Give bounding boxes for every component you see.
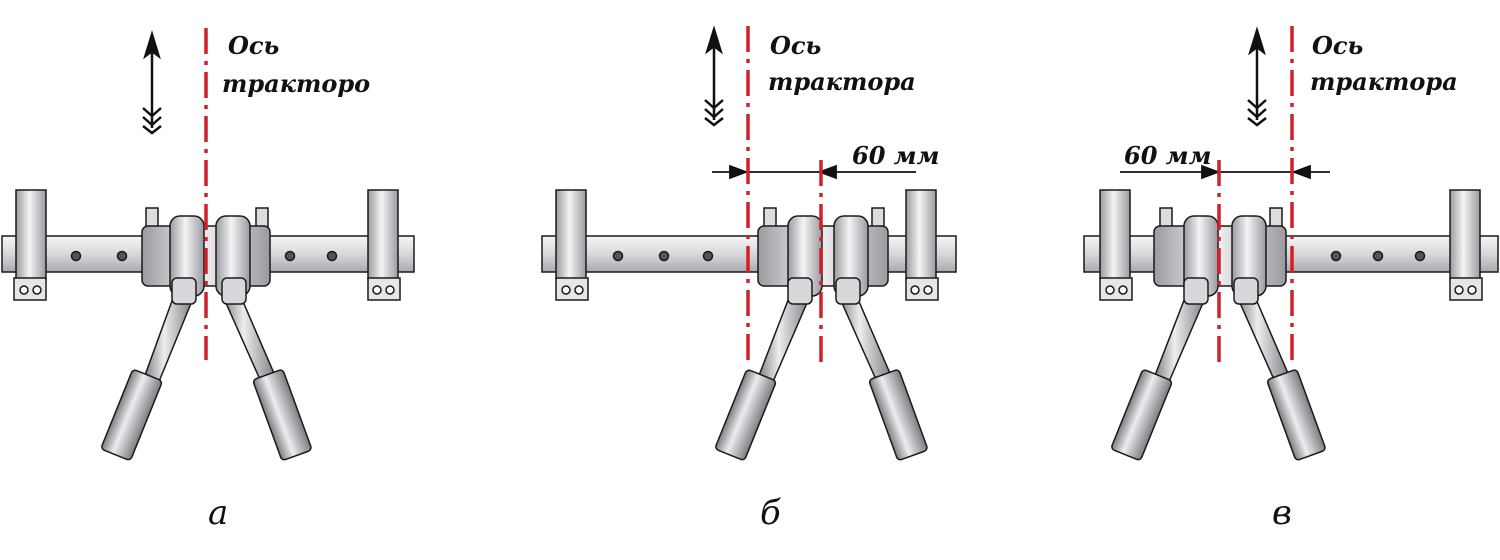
dimension-label: 60 мм (852, 141, 939, 170)
left-lever (101, 277, 197, 461)
direction-arrow-icon (142, 30, 162, 135)
panel-c: Ось трактора 60 мм (1083, 26, 1499, 533)
direction-arrow-icon (1247, 26, 1267, 127)
right-lever (220, 277, 312, 461)
panel-caption: б (760, 493, 781, 533)
right-lever (1233, 277, 1326, 461)
left-lever (715, 277, 813, 461)
axis-label-line2: тракторо (222, 69, 370, 98)
axis-label-line2: трактора (1310, 67, 1458, 96)
panel-b: Ось трактора 60 мм (541, 25, 957, 533)
left-lever (1111, 277, 1209, 461)
panel-a: Ось тракторо (1, 28, 415, 533)
direction-arrow-icon (704, 25, 724, 127)
axis-label-line1: Ось (1312, 31, 1363, 60)
dimension-label: 60 мм (1124, 141, 1211, 170)
axis-label-line1: Ось (770, 31, 821, 60)
dimension-marker (1120, 164, 1330, 180)
panel-caption: в (1272, 493, 1292, 533)
panel-caption: а (208, 493, 228, 533)
clamp-assembly (757, 207, 889, 297)
axis-label-line2: трактора (768, 67, 916, 96)
axis-label-line1: Ось (228, 31, 279, 60)
right-lever (835, 277, 928, 461)
dimension-marker (712, 164, 916, 180)
